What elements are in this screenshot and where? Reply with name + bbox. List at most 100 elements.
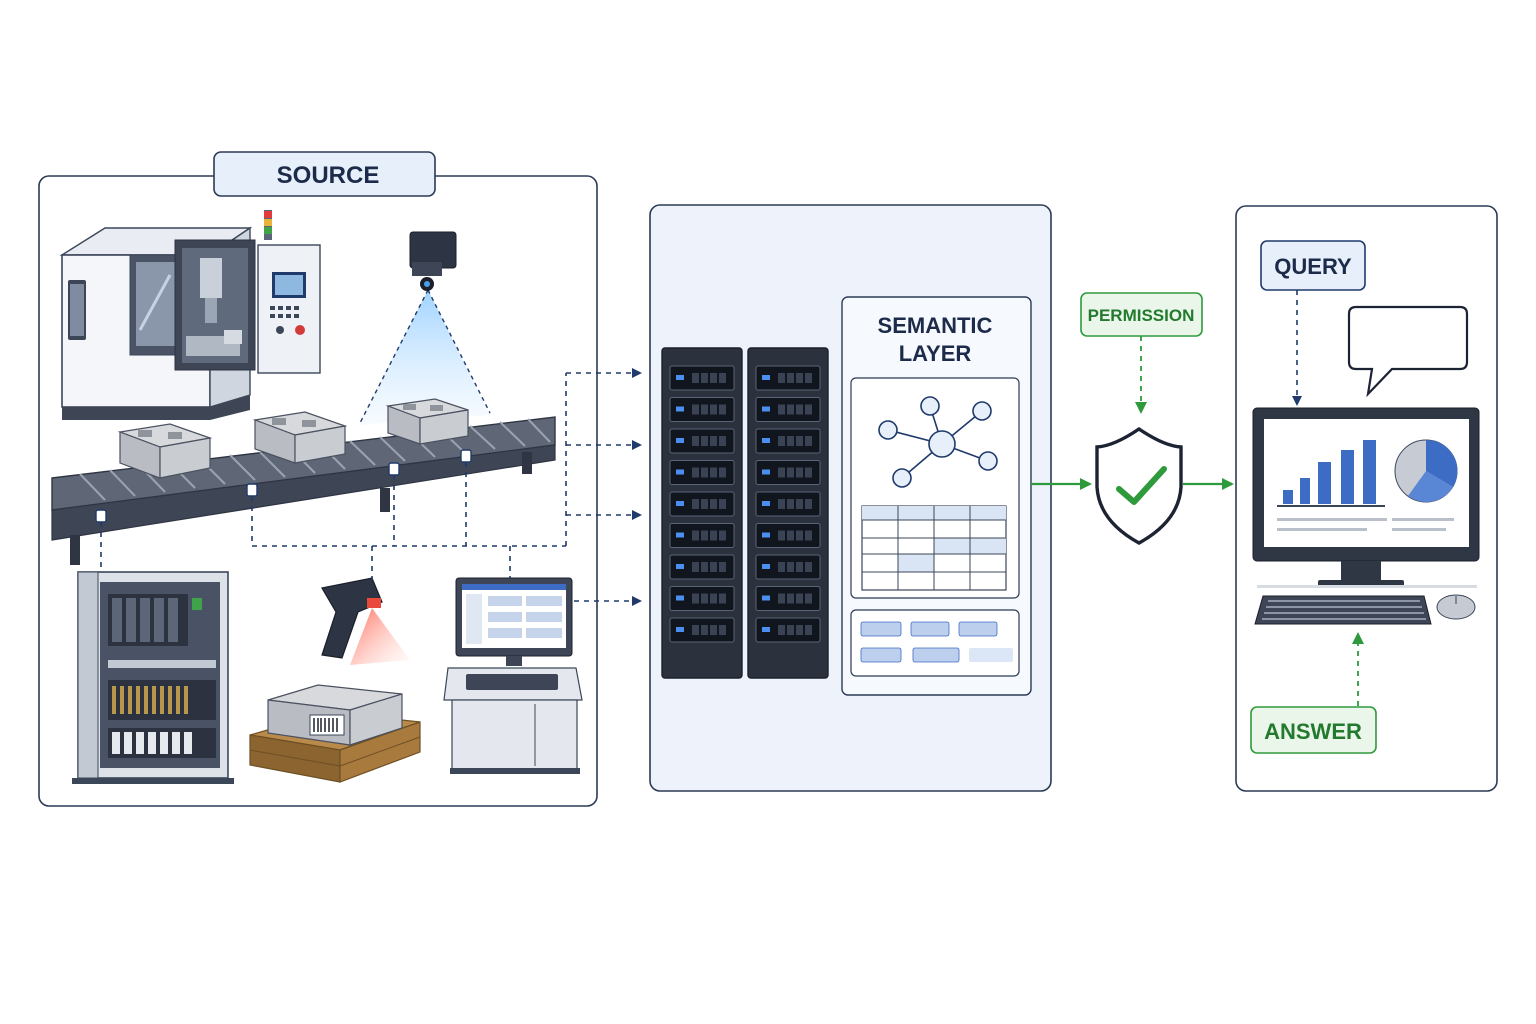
server-led <box>676 406 684 412</box>
server-led <box>676 532 684 538</box>
desktop-computer-icon <box>1252 407 1480 625</box>
server-slot <box>796 404 803 415</box>
permission-text: PERMISSION <box>1088 306 1195 325</box>
server-slot <box>701 467 708 478</box>
server-slot <box>710 625 717 635</box>
server-slot <box>692 593 699 604</box>
server-slot <box>787 562 794 572</box>
server-slot <box>778 625 785 635</box>
server-slot <box>692 436 699 446</box>
server-led <box>762 595 770 601</box>
server-slot <box>805 530 812 541</box>
server-slot <box>796 562 803 572</box>
speech-bubble-icon <box>1347 305 1469 398</box>
server-slot <box>796 593 803 604</box>
server-led <box>676 501 684 506</box>
source-connectors <box>100 373 567 580</box>
server-slot <box>796 499 803 509</box>
vision-camera-icon <box>358 231 491 425</box>
server-led <box>676 438 684 443</box>
server-slot <box>692 373 699 383</box>
server-slot <box>719 562 726 572</box>
bar-chart-icon <box>1277 440 1385 507</box>
server-slot <box>719 499 726 509</box>
server-slot <box>787 436 794 446</box>
server-slot <box>719 436 726 446</box>
server-slot <box>796 373 803 383</box>
server-slot <box>787 593 794 604</box>
server-slot <box>805 436 812 446</box>
server-slot <box>719 404 726 415</box>
server-slot <box>805 373 812 383</box>
server-slot <box>796 530 803 541</box>
server-slot <box>710 499 717 509</box>
control-cabinet-icon <box>72 571 234 784</box>
source-title: SOURCE <box>213 151 436 197</box>
server-led <box>762 627 770 632</box>
server-slot <box>692 404 699 415</box>
server-led <box>676 564 684 569</box>
server-slot <box>701 499 708 509</box>
server-slot <box>805 467 812 478</box>
server-led <box>676 595 684 601</box>
server-slot <box>778 499 785 509</box>
server-slot <box>701 404 708 415</box>
server-led <box>762 375 770 380</box>
server-led <box>762 564 770 569</box>
server-slot <box>701 436 708 446</box>
concrete-block-1 <box>117 423 213 479</box>
query-text: QUERY <box>1274 254 1352 279</box>
cnc-machine-icon <box>59 210 321 420</box>
ingest-arrows <box>566 368 642 606</box>
server-slot <box>787 467 794 478</box>
server-slot <box>787 404 794 415</box>
server-slot <box>692 625 699 635</box>
server-led <box>762 532 770 538</box>
server-slot <box>692 562 699 572</box>
answer-label: ANSWER <box>1250 706 1377 754</box>
pallet-icon <box>249 684 421 783</box>
shield-check-icon <box>1095 426 1183 545</box>
server-slot <box>710 593 717 604</box>
server-slot <box>778 593 785 604</box>
query-label: QUERY <box>1260 240 1366 291</box>
server-slot <box>805 562 812 572</box>
server-slot <box>778 467 785 478</box>
server-slot <box>787 530 794 541</box>
server-led <box>762 469 770 475</box>
server-slot <box>692 499 699 509</box>
server-slot <box>719 373 726 383</box>
server-slot <box>710 562 717 572</box>
server-slot <box>692 467 699 478</box>
server-slot <box>805 593 812 604</box>
server-slot <box>701 593 708 604</box>
server-slot <box>701 562 708 572</box>
server-slot <box>719 625 726 635</box>
semantic-label-line2: LAYER <box>899 341 972 366</box>
server-slot <box>778 562 785 572</box>
server-slot <box>692 530 699 541</box>
server-slot <box>787 625 794 635</box>
server-slot <box>778 436 785 446</box>
server-slot <box>787 499 794 509</box>
server-rack-icon <box>661 347 829 679</box>
server-slot <box>710 404 717 415</box>
server-slot <box>796 436 803 446</box>
barcode-scanner-icon <box>321 577 410 665</box>
answer-text: ANSWER <box>1264 719 1362 744</box>
server-slot <box>710 373 717 383</box>
server-led <box>676 627 684 632</box>
server-slot <box>719 593 726 604</box>
server-slot <box>719 530 726 541</box>
server-led <box>676 469 684 475</box>
server-slot <box>796 625 803 635</box>
server-slot <box>710 436 717 446</box>
server-slot <box>719 467 726 478</box>
server-led <box>762 501 770 506</box>
semantic-label-line1: SEMANTIC <box>878 313 993 338</box>
server-slot <box>778 373 785 383</box>
server-led <box>676 375 684 380</box>
server-slot <box>701 625 708 635</box>
permission-label: PERMISSION <box>1080 292 1203 337</box>
